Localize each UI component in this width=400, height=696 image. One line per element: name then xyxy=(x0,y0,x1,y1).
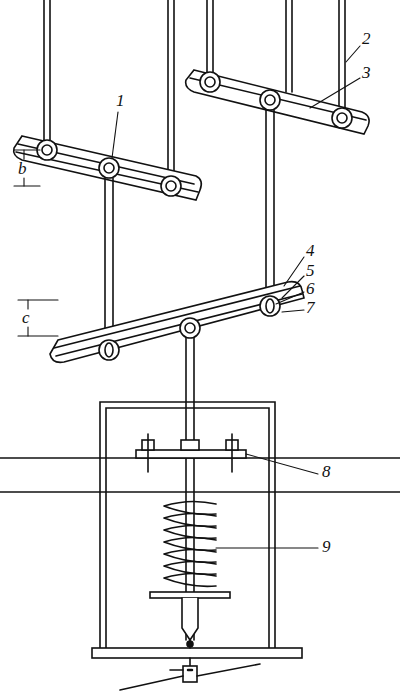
spring-coil xyxy=(164,561,216,574)
connecting-rod xyxy=(105,110,274,640)
callout-number: 5 xyxy=(306,262,315,280)
frame-beam xyxy=(0,458,400,492)
callout-number: 7 xyxy=(306,299,315,317)
spring-coil xyxy=(164,513,216,526)
callout-number: 4 xyxy=(306,242,315,260)
callout-number: 6 xyxy=(306,280,315,298)
callout-number: 8 xyxy=(322,463,331,481)
spring-coil xyxy=(164,537,216,550)
spring-coil xyxy=(164,525,216,538)
callout-number: 9 xyxy=(322,538,331,556)
dimension-label: b xyxy=(18,160,27,178)
callout-number: 3 xyxy=(362,64,371,82)
spring-coil xyxy=(164,549,216,562)
lower-linkage xyxy=(120,640,260,690)
dimension-label: c xyxy=(22,309,30,327)
spring-coil xyxy=(164,573,216,586)
callout-number: 2 xyxy=(362,30,371,48)
lever-bar xyxy=(186,70,369,134)
dimension-line xyxy=(18,300,58,336)
spring-housing xyxy=(92,402,302,658)
compression-spring xyxy=(164,501,216,586)
balance-lever xyxy=(50,282,304,363)
mounting-plate xyxy=(136,434,246,472)
spring-coil xyxy=(164,501,216,514)
lever-bar xyxy=(14,136,202,200)
callout-number: 1 xyxy=(116,92,125,110)
dimension-line xyxy=(14,150,40,186)
spring-washer xyxy=(150,592,230,640)
leader-line xyxy=(112,46,360,548)
